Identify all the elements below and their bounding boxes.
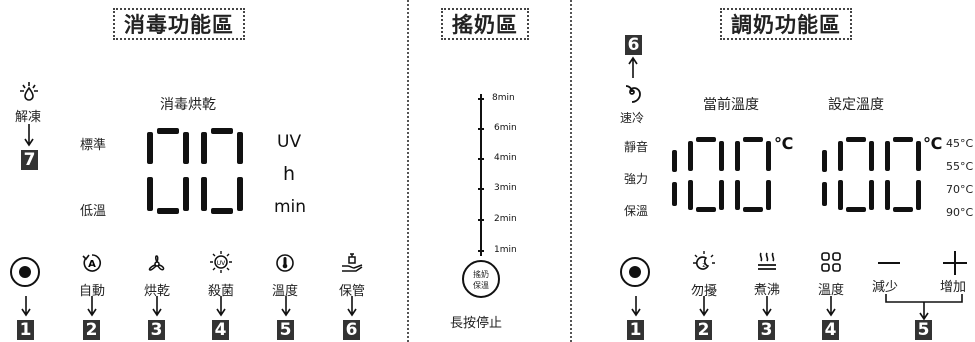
current-temp-label: 當前溫度	[703, 97, 759, 113]
power-button-left[interactable]	[10, 257, 40, 287]
timer-3min: 3min	[494, 183, 517, 193]
dry-button[interactable]: 烘乾	[127, 252, 187, 299]
boil-button[interactable]: 煮沸	[737, 251, 797, 298]
mode-low: 低溫	[80, 204, 107, 219]
mode-standard: 標準	[80, 138, 107, 153]
unit-uv: UV	[277, 132, 302, 152]
preset-45: 45°C	[946, 137, 974, 150]
unit-celsius-current: ℃	[774, 134, 794, 153]
section-title-mix: 調奶功能區	[720, 8, 852, 40]
thaw-icon[interactable]	[16, 78, 42, 104]
mode-keep-warm: 保溫	[624, 204, 649, 218]
temperature-button-right[interactable]: 溫度	[801, 251, 861, 298]
arrow-up-icon	[628, 56, 638, 78]
unit-minute: min	[274, 197, 307, 217]
badge-temperature-left: 5	[277, 320, 294, 340]
long-press-stop-label: 長按停止	[450, 316, 503, 331]
sterilize-button[interactable]: UV 殺菌	[191, 250, 251, 299]
swirl-cool-icon[interactable]	[620, 80, 644, 104]
storage-button[interactable]: 保管	[322, 251, 382, 299]
temperature-label-left: 溫度	[271, 284, 298, 299]
decrease-button[interactable]	[878, 262, 900, 264]
adjust-bracket	[885, 294, 963, 320]
shake-keep-warm-button[interactable]: 搖奶 保溫	[462, 260, 500, 298]
boil-label: 煮沸	[753, 283, 780, 298]
svg-text:A: A	[88, 259, 96, 270]
increase-button[interactable]	[943, 251, 967, 275]
timer-1min: 1min	[494, 245, 517, 255]
plus-icon-v	[954, 251, 956, 275]
temperature-label-right: 溫度	[817, 283, 844, 298]
shake-button-line2: 保溫	[473, 281, 489, 290]
separator-right	[570, 0, 572, 342]
timer-8min: 8min	[492, 93, 515, 103]
timer-6min: 6min	[494, 123, 517, 133]
thermometer-icon	[276, 254, 294, 272]
badge-temperature-right: 4	[822, 320, 839, 340]
badge-cool: 6	[625, 35, 642, 55]
badge-auto: 2	[83, 320, 100, 340]
timer-scale-line	[480, 94, 482, 256]
badge-power-left: 1	[17, 320, 34, 340]
mode-strong: 強力	[624, 172, 649, 186]
badge-power-right: 1	[627, 320, 644, 340]
badge-do-not-disturb: 2	[695, 320, 712, 340]
svg-text:UV: UV	[217, 260, 226, 267]
badge-adjust: 5	[915, 320, 932, 340]
decrease-label: 減少	[872, 280, 899, 295]
storage-label: 保管	[338, 284, 365, 299]
auto-label: 自動	[78, 284, 105, 299]
uv-sun-icon: UV	[210, 251, 232, 273]
quick-cool-label: 速冷	[620, 111, 645, 125]
preset-55: 55°C	[946, 160, 974, 173]
steam-icon	[758, 252, 776, 270]
fan-icon	[148, 255, 165, 271]
arrow-down-icon	[24, 124, 34, 147]
badge-thaw: 7	[21, 150, 38, 170]
badge-sterilize: 4	[212, 320, 229, 340]
shake-button-line1: 搖奶	[473, 270, 489, 279]
set-temp-label: 設定溫度	[828, 97, 884, 113]
unit-celsius-set: ℃	[923, 134, 943, 153]
hand-bottle-icon	[342, 253, 363, 272]
section-title-shake: 搖奶區	[441, 8, 529, 40]
preset-70: 70°C	[946, 183, 974, 196]
unit-hour: h	[283, 163, 296, 185]
do-not-disturb-label: 勿擾	[690, 284, 717, 299]
grid-icon	[821, 252, 841, 272]
auto-icon: A	[82, 254, 102, 272]
separator-left	[407, 0, 409, 342]
power-button-right[interactable]	[620, 257, 650, 287]
svg-text:z: z	[702, 262, 705, 269]
dry-label: 烘乾	[143, 284, 170, 299]
mode-quiet: 靜音	[624, 140, 649, 154]
badge-dry: 3	[148, 320, 165, 340]
thaw-label: 解凍	[15, 110, 42, 125]
moon-sun-icon: z	[693, 251, 715, 270]
display-title-disinfect: 消毒烘乾	[160, 97, 216, 113]
timer-2min: 2min	[494, 214, 517, 224]
auto-button[interactable]: A 自動	[62, 252, 122, 299]
increase-label: 增加	[940, 280, 967, 295]
badge-boil: 3	[758, 320, 775, 340]
preset-90: 90°C	[946, 206, 974, 219]
sterilize-label: 殺菌	[207, 284, 234, 299]
temperature-button-left[interactable]: 溫度	[255, 251, 315, 299]
section-title-disinfect: 消毒功能區	[113, 8, 245, 40]
badge-storage: 6	[343, 320, 360, 340]
timer-4min: 4min	[494, 153, 517, 163]
do-not-disturb-button[interactable]: z 勿擾	[674, 250, 734, 299]
